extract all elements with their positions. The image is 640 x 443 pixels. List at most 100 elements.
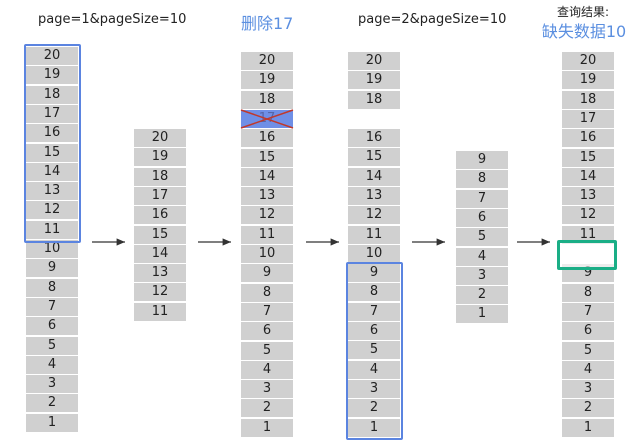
number-cell: 16 <box>134 206 186 226</box>
number-cell: 8 <box>562 283 614 303</box>
number-cell: 10 <box>26 240 78 259</box>
number-cell: 11 <box>134 302 186 322</box>
query-result-label: 查询结果: <box>556 5 610 19</box>
number-cell: 18 <box>562 90 614 110</box>
number-cell: 4 <box>456 247 508 267</box>
number-cell: 13 <box>134 264 186 284</box>
number-cell: 19 <box>562 71 614 91</box>
number-cell: 15 <box>26 143 78 163</box>
number-cell: 9 <box>241 264 293 284</box>
number-cell: 8 <box>348 283 400 303</box>
number-cell: 6 <box>26 317 78 337</box>
number-cell: 3 <box>348 379 400 399</box>
number-cell: 16 <box>562 129 614 149</box>
page2-query-label: page=2&pageSize=10 <box>358 12 507 27</box>
number-cell: 5 <box>562 341 614 361</box>
number-cell: 20 <box>562 52 614 71</box>
number-cell: 12 <box>134 283 186 303</box>
number-cell: 3 <box>241 380 293 400</box>
delete-17-label: 删除17 <box>241 14 294 33</box>
number-cell: 9 <box>456 151 508 170</box>
number-cell: 11 <box>26 220 78 240</box>
number-cell: 18 <box>348 90 400 110</box>
number-cell: 18 <box>26 85 78 105</box>
number-cell: 19 <box>134 148 186 168</box>
number-cell: 17 <box>26 104 78 124</box>
number-cell: 18 <box>241 90 293 110</box>
number-cell: 13 <box>348 186 400 206</box>
number-cell: 7 <box>241 302 293 322</box>
number-cell: 20 <box>134 129 186 148</box>
number-cell: 2 <box>456 286 508 306</box>
number-cell: 12 <box>348 206 400 226</box>
number-cell: 8 <box>26 278 78 298</box>
number-cell: 5 <box>456 228 508 248</box>
number-cell: 1 <box>562 418 614 438</box>
number-cell: 20 <box>348 52 400 71</box>
number-cell: 2 <box>348 399 400 419</box>
number-cell: 13 <box>241 187 293 207</box>
number-cell: 1 <box>241 418 293 438</box>
number-cell: 11 <box>348 225 400 245</box>
number-cell: 2 <box>241 399 293 419</box>
number-cell: 3 <box>26 375 78 395</box>
number-cell: 16 <box>241 129 293 149</box>
number-cell: 16 <box>26 124 78 144</box>
number-cell: 10 <box>241 245 293 264</box>
number-cell: 6 <box>241 322 293 342</box>
page1-query-label: page=1&pageSize=10 <box>38 12 187 27</box>
delete-cross-icon <box>240 109 294 129</box>
number-cell: 14 <box>134 244 186 264</box>
number-cell: 15 <box>562 148 614 168</box>
number-cell: 13 <box>26 182 78 202</box>
number-cell: 6 <box>562 322 614 342</box>
number-cell: 1 <box>348 418 400 438</box>
number-cell: 8 <box>456 170 508 190</box>
number-cell: 12 <box>562 206 614 226</box>
number-cell: 15 <box>241 148 293 168</box>
number-cell: 11 <box>241 225 293 245</box>
number-cell: 14 <box>26 162 78 182</box>
number-cell: 2 <box>562 399 614 419</box>
number-cell: 12 <box>241 206 293 226</box>
number-cell: 15 <box>134 225 186 245</box>
number-cell: 15 <box>348 148 400 168</box>
number-cell: 12 <box>26 201 78 221</box>
number-cell: 1 <box>456 305 508 325</box>
number-cell: 14 <box>562 167 614 187</box>
number-cell: 7 <box>348 302 400 322</box>
number-cell: 11 <box>562 225 614 245</box>
number-cell: 1 <box>26 413 78 433</box>
number-cell: 6 <box>456 208 508 228</box>
number-cell: 19 <box>241 71 293 91</box>
number-cell: 6 <box>348 322 400 341</box>
number-cell: 3 <box>562 380 614 400</box>
number-cell: 18 <box>134 167 186 187</box>
number-cell: 8 <box>241 283 293 303</box>
number-cell: 13 <box>562 187 614 207</box>
number-cell: 17 <box>562 109 614 129</box>
number-cell: 4 <box>348 360 400 380</box>
number-cell: 5 <box>348 341 400 361</box>
number-cell: 20 <box>241 52 293 71</box>
number-cell: 14 <box>241 167 293 187</box>
number-cell: 16 <box>348 129 400 148</box>
number-cell: 19 <box>26 66 78 86</box>
number-cell: 20 <box>26 47 78 66</box>
number-cell: 7 <box>562 302 614 322</box>
number-cell: 7 <box>456 189 508 209</box>
number-cell: 9 <box>26 259 78 279</box>
number-cell: 4 <box>26 355 78 375</box>
number-cell: 3 <box>456 266 508 286</box>
number-cell: 19 <box>348 71 400 91</box>
number-cell: 5 <box>26 336 78 356</box>
number-cell: 7 <box>26 297 78 317</box>
number-cell: 17 <box>134 186 186 206</box>
number-cell: 9 <box>348 264 400 284</box>
number-cell: 5 <box>241 341 293 361</box>
number-cell: 14 <box>348 167 400 187</box>
number-cell: 2 <box>26 394 78 414</box>
missing-data-frame <box>557 240 617 270</box>
number-cell: 4 <box>562 360 614 380</box>
